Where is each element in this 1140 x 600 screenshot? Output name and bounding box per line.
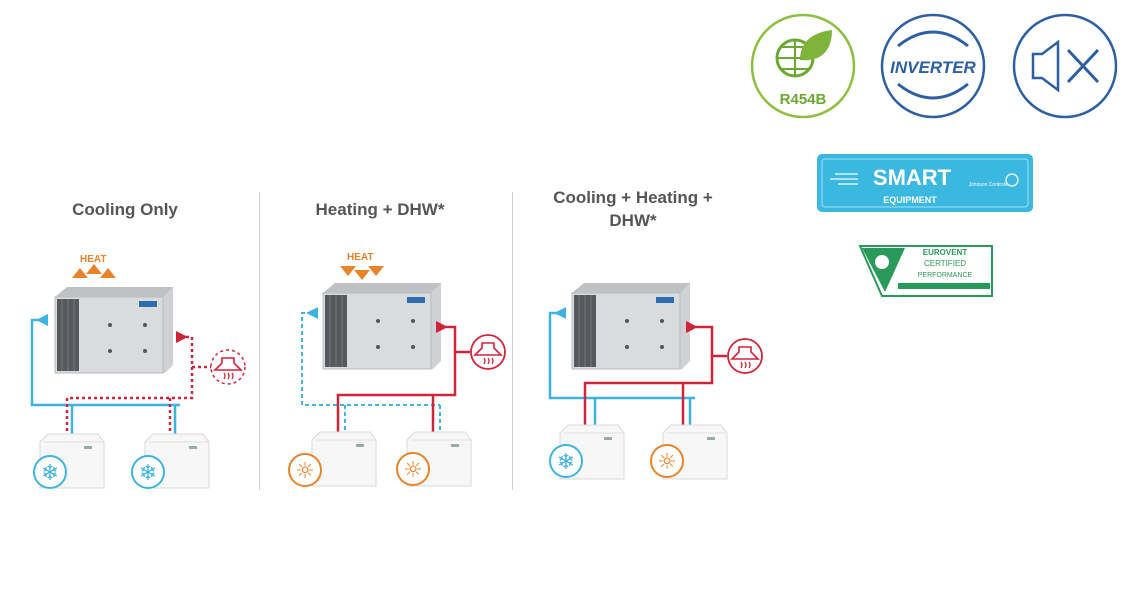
heat-label-2: HEAT xyxy=(347,252,374,263)
indoor-unit xyxy=(311,431,377,487)
cooling-arrow-icon xyxy=(306,307,318,319)
heating-arrow-icon xyxy=(176,331,188,343)
snowflake-icon: ❄ xyxy=(549,444,583,478)
svg-text:☼: ☼ xyxy=(657,450,677,475)
svg-text:☼: ☼ xyxy=(403,458,423,483)
dhw-icon-circle xyxy=(210,349,246,385)
snowflake-icon: ❄ xyxy=(33,455,67,489)
snowflake-icon: ❄ xyxy=(131,455,165,489)
inverter-label: INVERTER xyxy=(890,58,976,77)
equipment-label: EQUIPMENT xyxy=(883,195,937,205)
heating-arrow-icon xyxy=(686,321,698,333)
panel-cooling-only: ❄ ❄ xyxy=(30,264,246,489)
sun-icon: ☼ xyxy=(396,452,430,486)
title-line-1: Cooling + Heating + xyxy=(553,188,713,207)
refrigerant-label: R454B xyxy=(780,91,827,108)
performance-label: PERFORMANCE xyxy=(918,272,973,279)
johnson-controls-label: Johnson Controls xyxy=(969,182,1008,188)
chiller-unit xyxy=(54,286,174,374)
chiller-unit xyxy=(322,282,442,370)
smart-equipment-logo xyxy=(817,154,1033,212)
certified-label: CERTIFIED xyxy=(924,259,966,268)
heat-up-arrow xyxy=(86,264,102,274)
eurovent-label: EUROVENT xyxy=(923,248,968,257)
heating-pipe xyxy=(583,325,727,432)
heat-down-arrow xyxy=(354,270,370,280)
cooling-arrow-icon xyxy=(36,314,48,326)
speaker-mute-icon xyxy=(1012,13,1118,119)
panel-title-cooling-only: Cooling Only xyxy=(72,200,178,219)
svg-text:❄: ❄ xyxy=(557,450,575,475)
leaf-icon xyxy=(800,30,832,61)
heat-label-1: HEAT xyxy=(80,254,107,265)
heat-up-arrow xyxy=(72,268,88,278)
heat-up-arrow xyxy=(100,268,116,278)
divider-2 xyxy=(512,192,513,490)
cooling-arrow-icon xyxy=(554,307,566,319)
svg-text:❄: ❄ xyxy=(139,461,157,486)
heat-down-arrow xyxy=(340,266,356,276)
r454b-badge xyxy=(750,13,856,119)
heating-arrow-icon xyxy=(436,321,448,333)
eurovent-logo xyxy=(858,245,993,297)
svg-text:❄: ❄ xyxy=(41,461,59,486)
divider-1 xyxy=(259,192,260,490)
title-line-2: DHW* xyxy=(609,211,657,230)
heat-down-arrow xyxy=(368,266,384,276)
panel-title-cooling-heating-dhw: Cooling + Heating + DHW* xyxy=(523,186,743,232)
svg-text:☼: ☼ xyxy=(295,459,315,484)
panel-heating-dhw: ☼ ☼ xyxy=(288,266,506,487)
panel-cooling-heating-dhw: ❄ ☼ xyxy=(548,282,763,480)
chiller-unit xyxy=(571,282,691,370)
sun-icon: ☼ xyxy=(288,453,322,487)
inverter-badge xyxy=(880,13,986,119)
smart-label: SMART xyxy=(873,165,952,190)
panel-title-heating-dhw: Heating + DHW* xyxy=(315,200,445,219)
dhw-icon-circle xyxy=(470,334,506,370)
sun-icon: ☼ xyxy=(650,444,684,478)
dhw-icon-circle xyxy=(727,338,763,374)
